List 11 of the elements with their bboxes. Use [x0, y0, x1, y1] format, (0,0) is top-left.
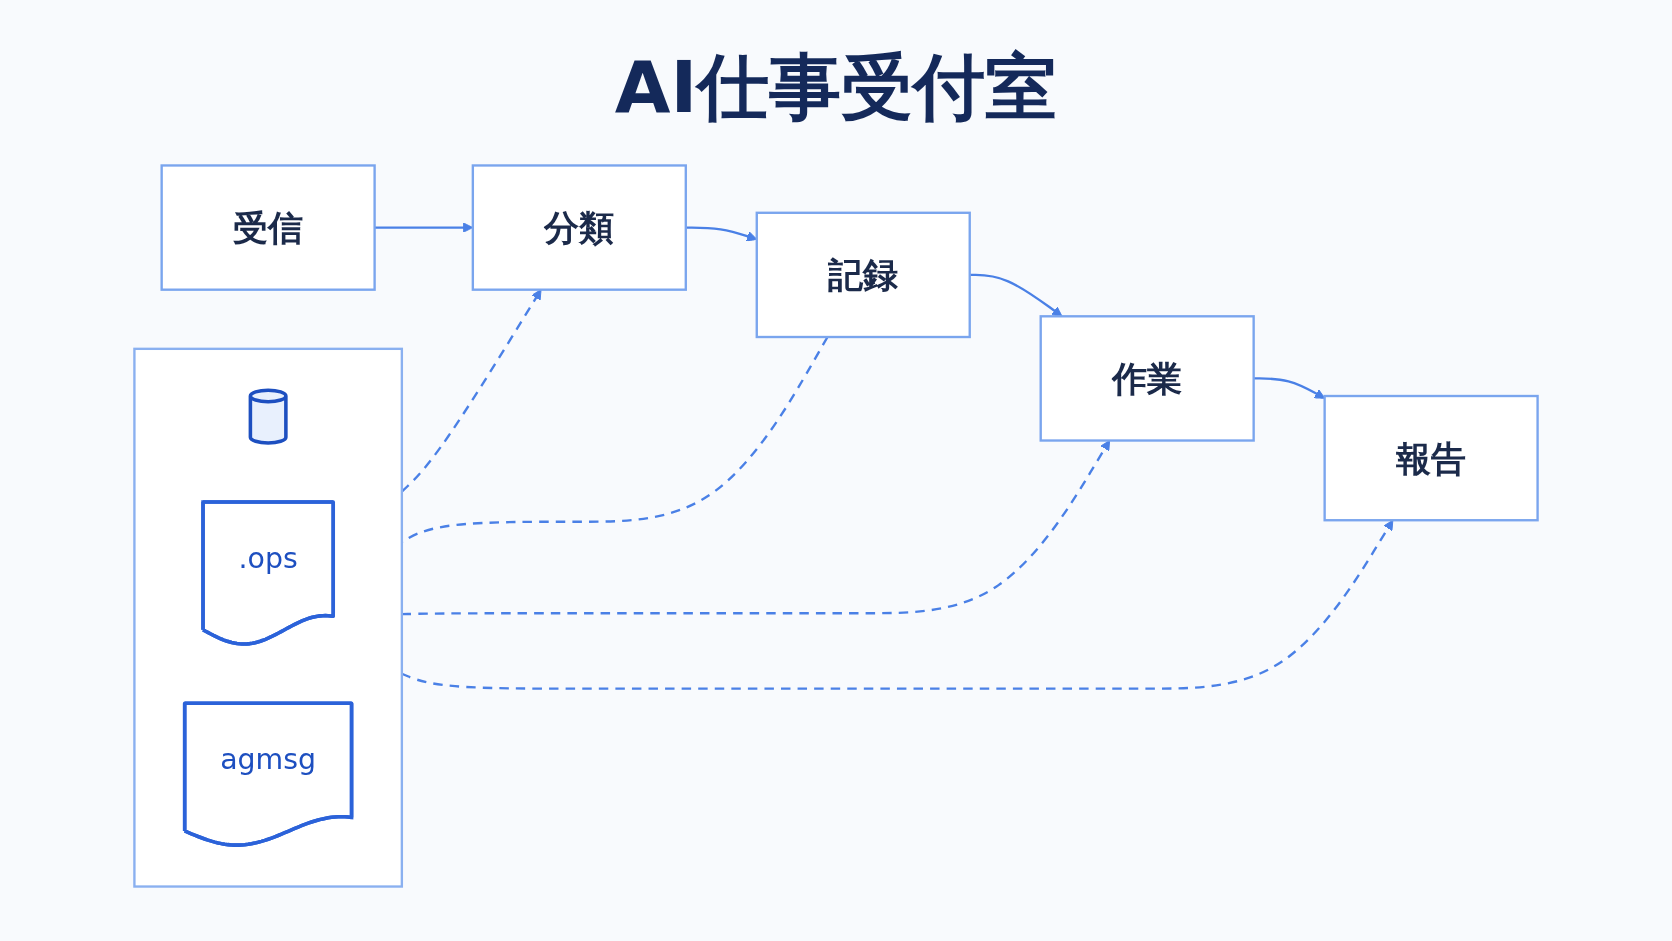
node-cylinder: [248, 388, 288, 445]
node-box: 受信: [160, 164, 376, 291]
arrow: [969, 273, 1063, 317]
cluster: [133, 347, 404, 888]
diagram-title: AI仕事受付室: [613, 44, 1059, 131]
node-box: 報告: [1323, 394, 1539, 522]
arrow: [1253, 377, 1326, 399]
node-box: 記録: [755, 211, 971, 339]
node-box: 分類: [471, 164, 687, 291]
arrow: [401, 440, 1111, 616]
arrow: [401, 289, 542, 493]
